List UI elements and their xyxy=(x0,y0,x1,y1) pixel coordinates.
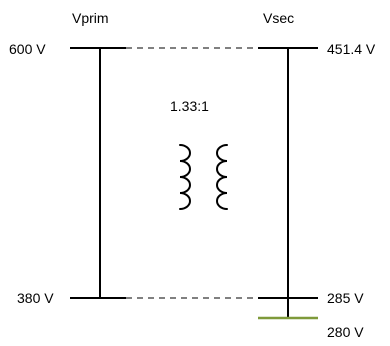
secondary-title: Vsec xyxy=(263,10,295,26)
primary-top-voltage: 600 V xyxy=(9,41,46,57)
secondary-tap-voltage: 280 V xyxy=(327,324,364,340)
primary-title: Vprim xyxy=(72,10,109,26)
secondary-coil xyxy=(216,144,228,210)
turns-ratio-label: 1.33:1 xyxy=(170,98,209,114)
secondary-bottom-voltage: 285 V xyxy=(327,290,364,306)
primary-coil xyxy=(179,144,191,210)
primary-bottom-voltage: 380 V xyxy=(17,290,54,306)
transformer-icon xyxy=(179,144,228,210)
secondary-top-voltage: 451.4 V xyxy=(327,41,376,57)
